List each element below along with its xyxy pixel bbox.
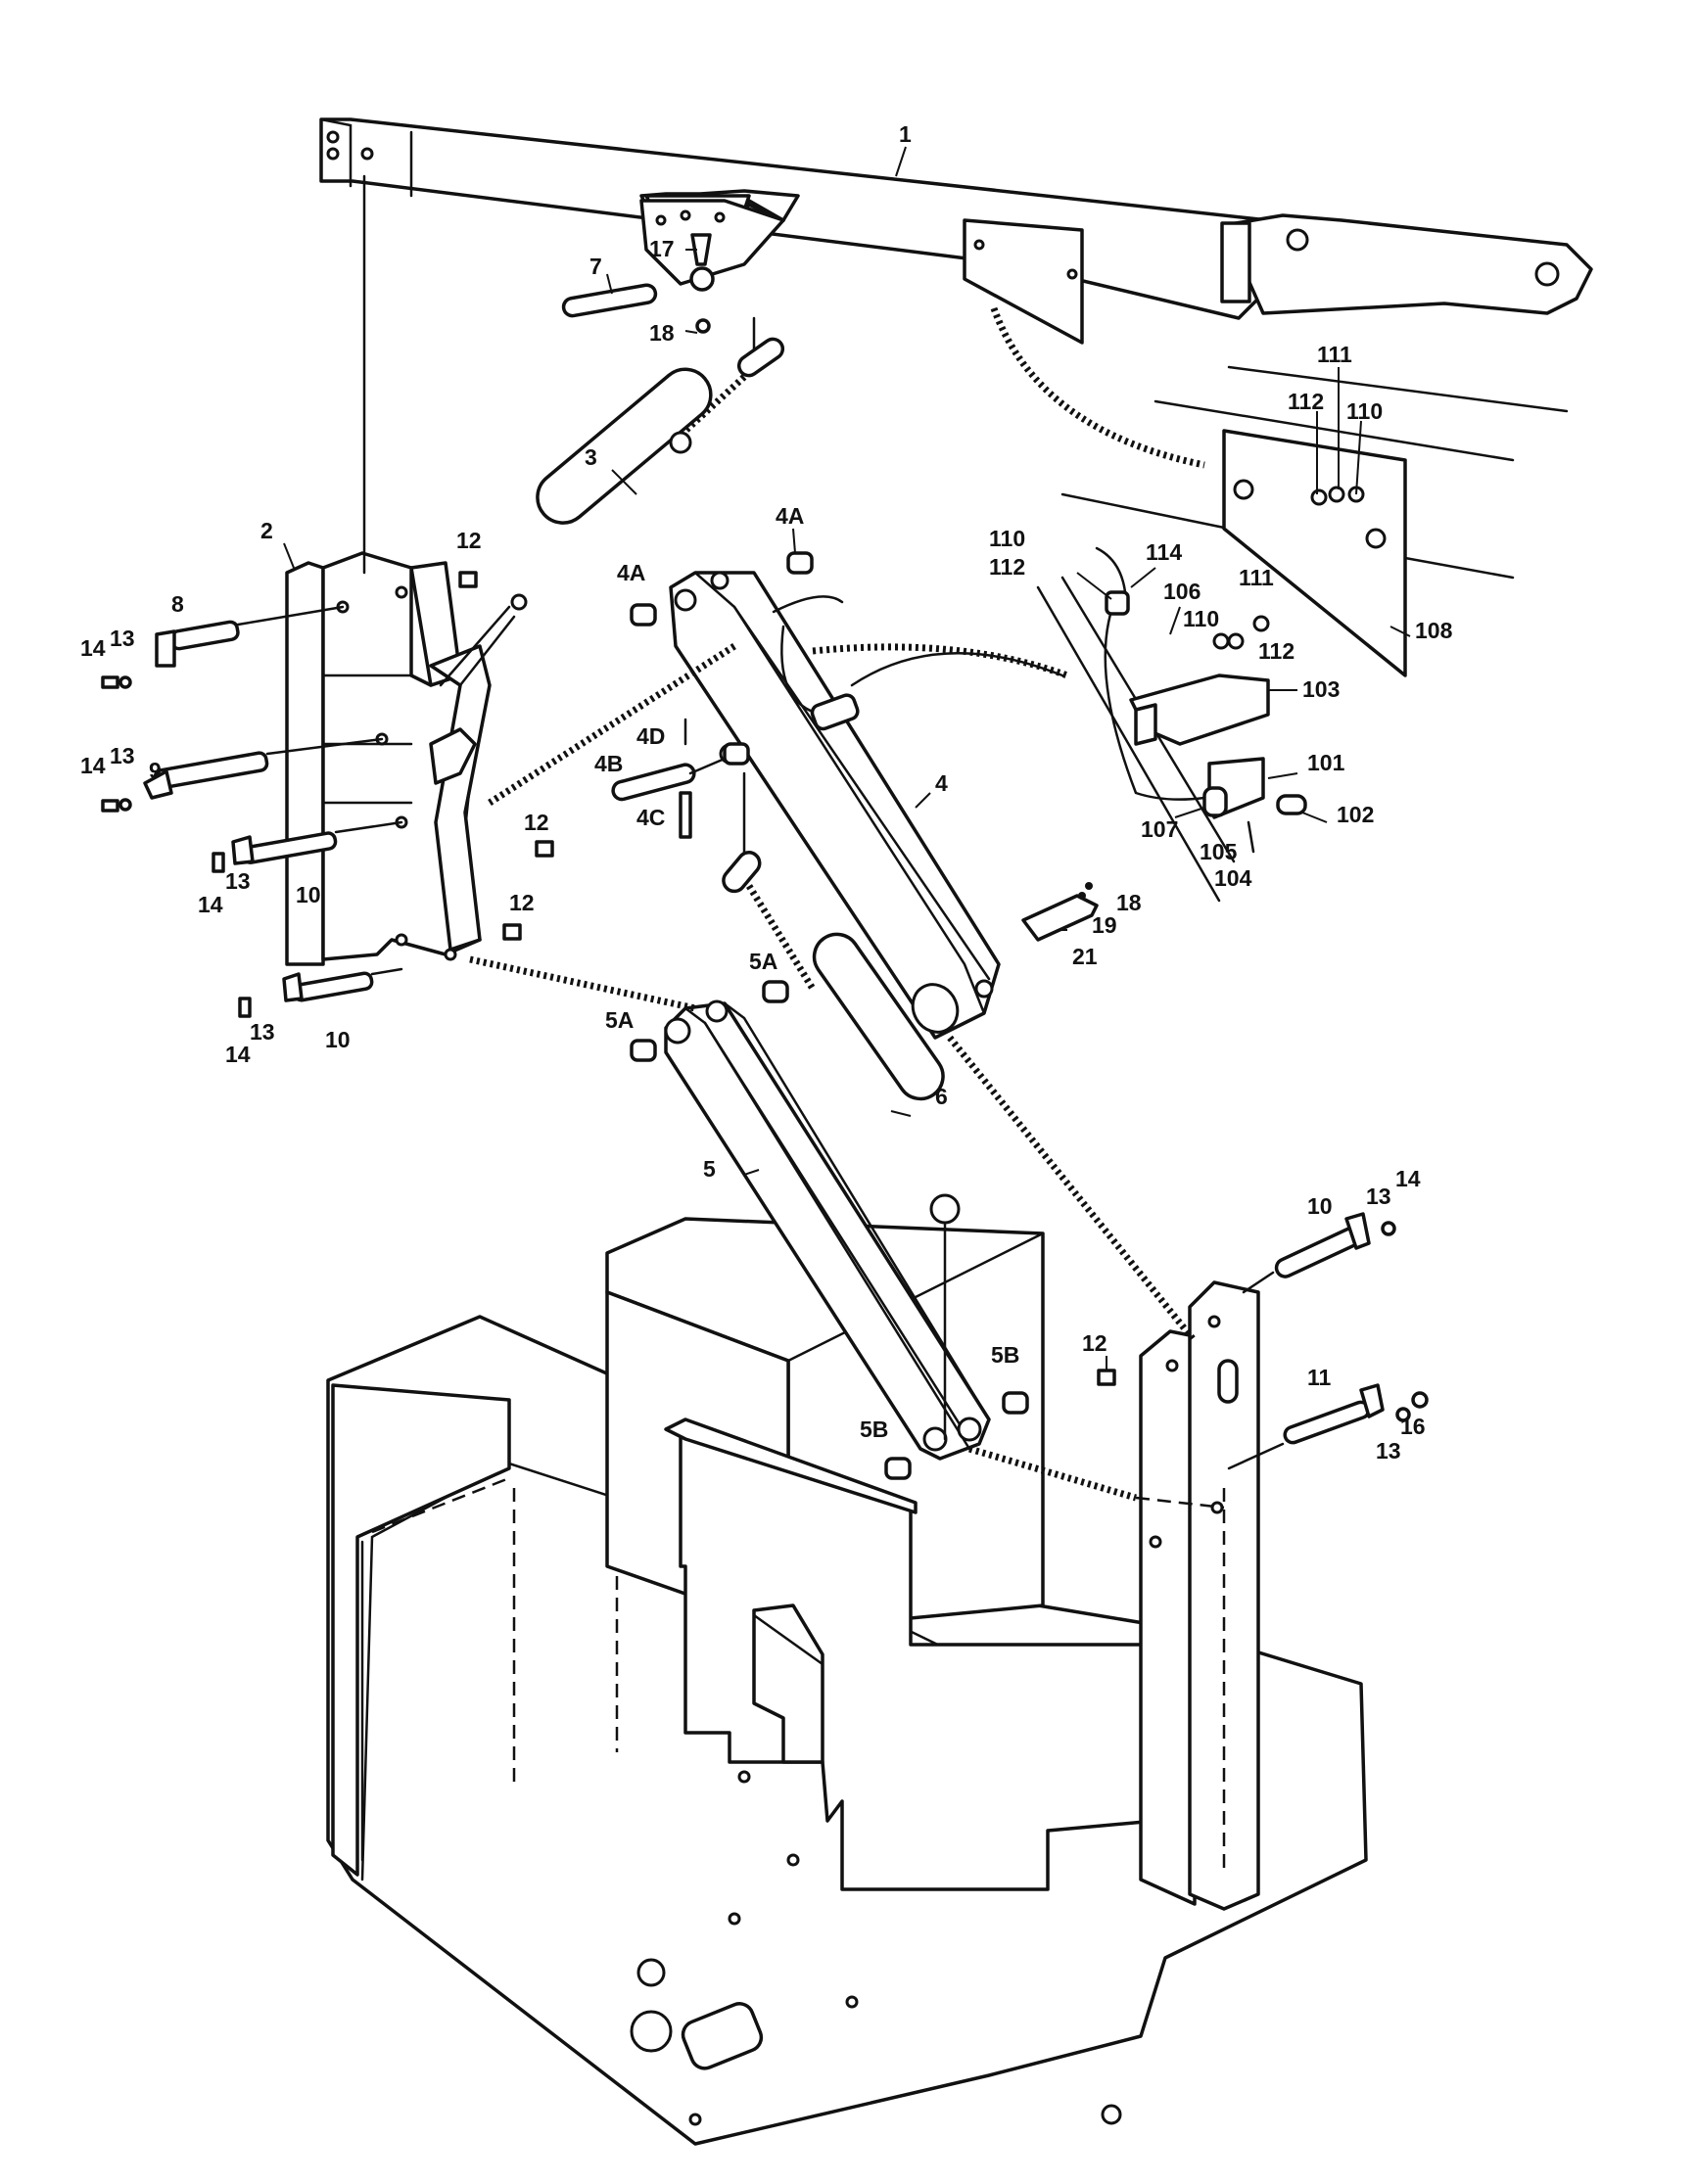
- callout-14: 14: [80, 753, 106, 778]
- callout-11: 11: [1307, 1365, 1332, 1390]
- callout-112: 112: [989, 554, 1025, 580]
- beam-gusset-plate: [639, 199, 785, 286]
- callout-19: 19: [1092, 912, 1117, 938]
- callout-4a: 4A: [617, 560, 645, 585]
- callout-12: 12: [509, 890, 535, 915]
- callout-5a: 5A: [605, 1007, 634, 1033]
- callout-4d: 4D: [636, 723, 665, 749]
- callout-2: 2: [260, 518, 273, 543]
- callout-13: 13: [1376, 1438, 1401, 1464]
- switch-assembly: [1036, 546, 1307, 903]
- callout-10: 10: [325, 1027, 351, 1052]
- callout-12: 12: [524, 810, 549, 835]
- callout-7: 7: [589, 254, 602, 279]
- callout-8: 8: [171, 591, 184, 617]
- callout-13: 13: [1366, 1184, 1391, 1209]
- callout-17: 17: [649, 236, 675, 261]
- callout-10: 10: [1307, 1193, 1333, 1219]
- mounting-plate-108: [1060, 365, 1569, 677]
- callout-5a: 5A: [749, 949, 777, 974]
- cylinder-3: [439, 316, 785, 687]
- callout-4a: 4A: [776, 503, 804, 529]
- callout-111: 111: [1239, 565, 1274, 590]
- hose-sweep: [812, 306, 1205, 679]
- callout-4: 4: [935, 770, 948, 796]
- cylinder-6: [722, 851, 961, 1441]
- callout-13: 13: [110, 626, 135, 651]
- callout-9: 9: [149, 758, 162, 783]
- callout-21: 21: [1072, 944, 1098, 969]
- callout-111: 111: [1317, 342, 1352, 367]
- bracket-21: [1021, 882, 1099, 942]
- callout-13: 13: [250, 1019, 275, 1045]
- callout-106: 106: [1163, 579, 1201, 604]
- callout-13: 13: [110, 743, 135, 768]
- callout-107: 107: [1141, 816, 1178, 842]
- callout-5b: 5B: [991, 1342, 1019, 1368]
- boom-arm-4: [488, 571, 1198, 1344]
- callout-13: 13: [225, 868, 251, 894]
- callout-3: 3: [585, 444, 597, 470]
- callout-labels: 1 17 7 18 111 112 110 3 4A 2 12 4A 110 1…: [80, 121, 1453, 1464]
- leader-lines: [283, 146, 1411, 1371]
- callout-104: 104: [1214, 865, 1252, 891]
- top-beam: [319, 117, 1593, 345]
- callout-110: 110: [989, 526, 1025, 551]
- callout-4c: 4C: [636, 805, 665, 830]
- callout-14: 14: [1395, 1166, 1421, 1191]
- callout-108: 108: [1415, 618, 1453, 643]
- callout-14: 14: [225, 1042, 251, 1067]
- callout-18: 18: [1116, 890, 1142, 915]
- callout-114: 114: [1146, 539, 1182, 565]
- hardware: [101, 233, 1429, 1480]
- callout-102: 102: [1337, 802, 1374, 827]
- callout-12: 12: [1082, 1330, 1107, 1356]
- callout-112: 112: [1258, 638, 1295, 664]
- callout-5b: 5B: [860, 1417, 888, 1442]
- callout-103: 103: [1302, 676, 1340, 702]
- callout-10: 10: [296, 882, 321, 907]
- link-arm-5: [469, 955, 1137, 1502]
- callout-101: 101: [1307, 750, 1345, 775]
- callout-6: 6: [935, 1084, 948, 1109]
- callout-14: 14: [198, 892, 223, 917]
- callout-12: 12: [456, 528, 482, 553]
- callout-110: 110: [1183, 606, 1219, 631]
- callout-4b: 4B: [594, 751, 623, 776]
- callout-14: 14: [80, 635, 106, 661]
- callout-110: 110: [1346, 398, 1383, 424]
- callout-5: 5: [703, 1156, 716, 1182]
- callout-105: 105: [1200, 839, 1238, 864]
- inner-wall-panel: [664, 1417, 1157, 1891]
- callout-18: 18: [649, 320, 675, 346]
- callout-16: 16: [1400, 1414, 1426, 1439]
- left-bracket: [285, 174, 492, 966]
- callout-1: 1: [899, 121, 912, 147]
- callout-112: 112: [1288, 389, 1324, 414]
- upright-posts: [1135, 1280, 1260, 1911]
